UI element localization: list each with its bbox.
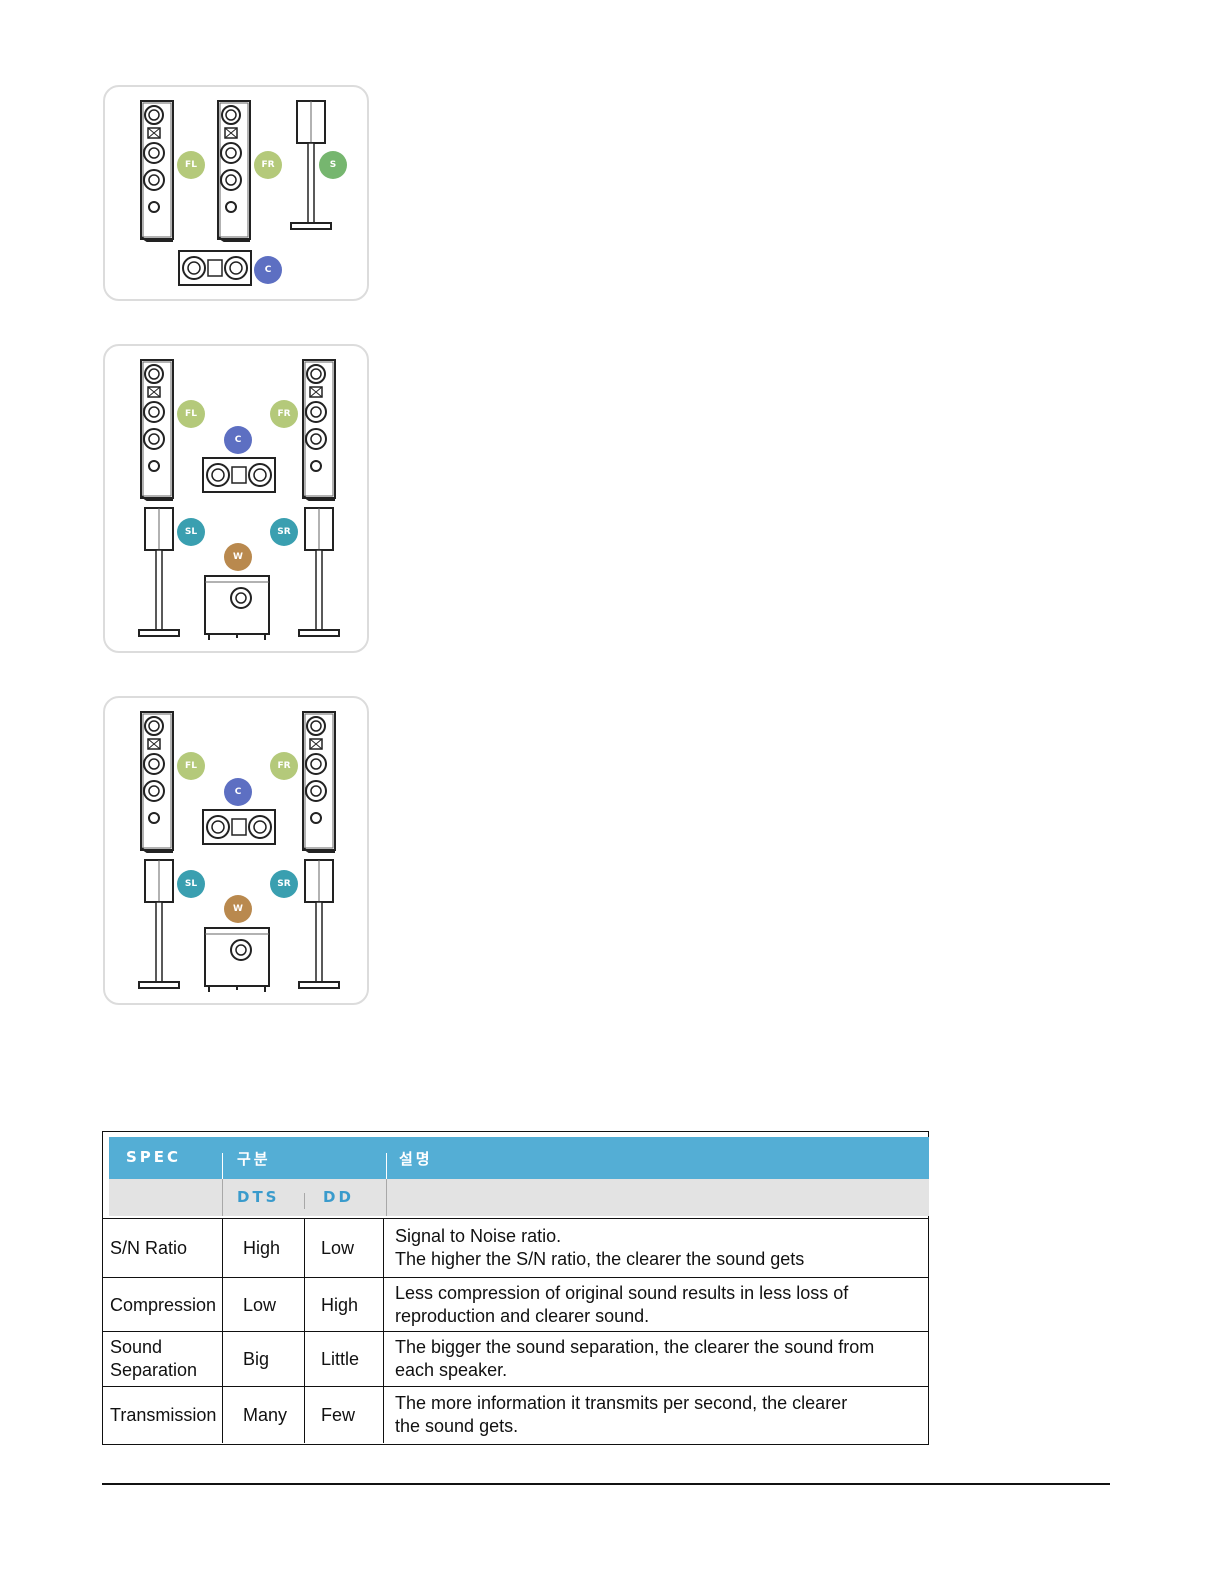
badge-c: C <box>224 426 252 454</box>
cell-dts: Low <box>223 1278 305 1332</box>
speaker-diagram-panel-2: FL FR C SL SR W <box>103 344 369 653</box>
cell-description: The bigger the sound separation, the cle… <box>384 1332 928 1386</box>
table-row: Transmission Many Few The more informati… <box>103 1386 928 1443</box>
svg-text:FR: FR <box>277 409 290 419</box>
svg-text:FL: FL <box>185 409 197 419</box>
header-divider <box>222 1153 223 1179</box>
cell-dd: High <box>305 1278 384 1332</box>
svg-text:FR: FR <box>261 160 274 170</box>
table-row: Sound Separation Big Little The bigger t… <box>103 1331 928 1386</box>
svg-text:FL: FL <box>185 160 197 170</box>
badge-fr: FR <box>254 151 282 179</box>
subheader-divider <box>386 1179 387 1216</box>
svg-text:C: C <box>235 435 242 445</box>
svg-text:C: C <box>235 787 242 797</box>
speaker-diagram-2: FL FR C SL SR W <box>105 346 371 655</box>
badge-fl: FL <box>177 400 205 428</box>
cell-dd: Little <box>305 1332 384 1386</box>
header-description: 설명 <box>399 1148 433 1169</box>
svg-text:SL: SL <box>185 527 197 537</box>
subheader-dd: DD <box>323 1188 354 1206</box>
cell-description: Signal to Noise ratio. The higher the S/… <box>384 1219 928 1277</box>
speaker-diagram-1: FL FR S C <box>105 87 371 303</box>
cell-dts: Big <box>223 1332 305 1386</box>
badge-s: S <box>319 151 347 179</box>
svg-text:C: C <box>265 265 272 275</box>
badge-fr: FR <box>270 752 298 780</box>
cell-spec: Transmission <box>103 1387 223 1443</box>
speaker-diagram-panel-1: FL FR S C <box>103 85 369 301</box>
badge-sr: SR <box>270 870 298 898</box>
table-subheader-row: DTS DD <box>109 1179 929 1216</box>
cell-spec: Compression <box>103 1278 223 1332</box>
center-speaker <box>179 251 251 285</box>
svg-text:SL: SL <box>185 879 197 889</box>
table-row: S/N Ratio High Low Signal to Noise ratio… <box>103 1218 928 1277</box>
svg-text:SR: SR <box>277 879 290 889</box>
description-line: each speaker. <box>395 1359 874 1382</box>
svg-text:SR: SR <box>277 527 290 537</box>
badge-sr: SR <box>270 518 298 546</box>
svg-text:W: W <box>233 904 243 914</box>
description-line: The higher the S/N ratio, the clearer th… <box>395 1248 804 1271</box>
badge-sl: SL <box>177 870 205 898</box>
spec-line: Separation <box>110 1359 197 1382</box>
subheader-divider <box>304 1193 305 1209</box>
cell-spec: S/N Ratio <box>103 1219 223 1277</box>
header-divider <box>386 1153 387 1179</box>
description-line: The bigger the sound separation, the cle… <box>395 1336 874 1359</box>
front-left-speaker <box>141 101 173 241</box>
description-line: reproduction and clearer sound. <box>395 1305 848 1328</box>
badge-c: C <box>224 778 252 806</box>
cell-dd: Low <box>305 1219 384 1277</box>
header-spec: SPEC <box>126 1148 181 1166</box>
table-row: Compression Low High Less compression of… <box>103 1277 928 1332</box>
badge-fl: FL <box>177 151 205 179</box>
badge-c: C <box>254 256 282 284</box>
subheader-divider <box>222 1179 223 1216</box>
badge-w: W <box>224 543 252 571</box>
cell-description: Less compression of original sound resul… <box>384 1278 928 1332</box>
front-right-speaker <box>218 101 250 241</box>
spec-comparison-table: SPEC 구분 설명 DTS DD S/N Ratio High Low Sig… <box>102 1131 929 1445</box>
badge-w: W <box>224 895 252 923</box>
cell-spec: Sound Separation <box>103 1332 223 1386</box>
cell-dd: Few <box>305 1387 384 1443</box>
header-category: 구분 <box>237 1148 271 1169</box>
badge-sl: SL <box>177 518 205 546</box>
description-line: Less compression of original sound resul… <box>395 1282 848 1305</box>
table-header-row: SPEC 구분 설명 <box>109 1137 929 1179</box>
cell-dts: Many <box>223 1387 305 1443</box>
spec-line: Sound <box>110 1336 197 1359</box>
badge-fr: FR <box>270 400 298 428</box>
svg-text:S: S <box>330 160 336 170</box>
cell-description: The more information it transmits per se… <box>384 1387 928 1443</box>
subheader-dts: DTS <box>237 1188 280 1206</box>
svg-text:FR: FR <box>277 761 290 771</box>
description-line: the sound gets. <box>395 1415 847 1438</box>
footer-rule <box>102 1483 1110 1485</box>
svg-text:W: W <box>233 552 243 562</box>
description-line: Signal to Noise ratio. <box>395 1225 804 1248</box>
speaker-diagram-3: FL FR C SL SR W <box>105 698 371 1007</box>
svg-text:FL: FL <box>185 761 197 771</box>
cell-dts: High <box>223 1219 305 1277</box>
description-line: The more information it transmits per se… <box>395 1392 847 1415</box>
badge-fl: FL <box>177 752 205 780</box>
speaker-diagram-panel-3: FL FR C SL SR W <box>103 696 369 1005</box>
